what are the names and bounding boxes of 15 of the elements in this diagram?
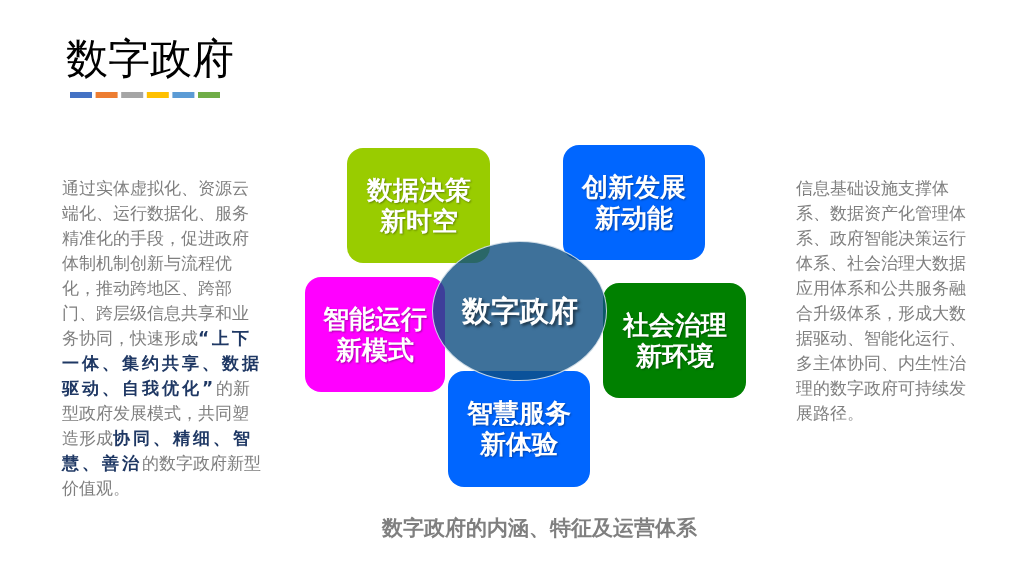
topic-label: 数字政府	[461, 293, 578, 329]
topic-label: 智能运行新模式	[322, 303, 428, 366]
topic-label: 数据决策新时空	[365, 174, 472, 237]
topic-label: 智慧服务新体验	[466, 398, 572, 460]
body-paragraph: 通过实体虚拟化、资源云端化、运行数据化、服务精准化的手段，促进政府体制机制创新与流程优化，推动跨地区、跨部门、跨层级信息共享和业务协同，快速形成“上下一体、集约共享、数据驱动、自我优化”的新型政府发展模式，共同塑造形成协同、精细、智慧、善治的数字政府新型价值观。	[62, 177, 263, 500]
page-title: 数字政府	[66, 34, 234, 84]
topic-label: 社会治理新环境	[621, 309, 728, 372]
topic-box	[603, 283, 746, 398]
topic-box	[448, 371, 590, 487]
topic-box	[305, 277, 445, 392]
topic-box	[563, 145, 705, 260]
figure-caption: 数字政府的内涵、特征及运营体系	[380, 515, 698, 542]
topic-box	[347, 148, 490, 263]
topic-label: 创新发展新动能	[580, 171, 687, 234]
body-paragraph: 信息基础设施支撑体系、数据资产化管理体系、政府智能决策运行体系、社会治理大数据应用体系和公共服务融合升级体系，形成大数据驱动、智能化运行、多主体协同、内生性治理的数字政府可持续发展路径。	[796, 177, 967, 425]
